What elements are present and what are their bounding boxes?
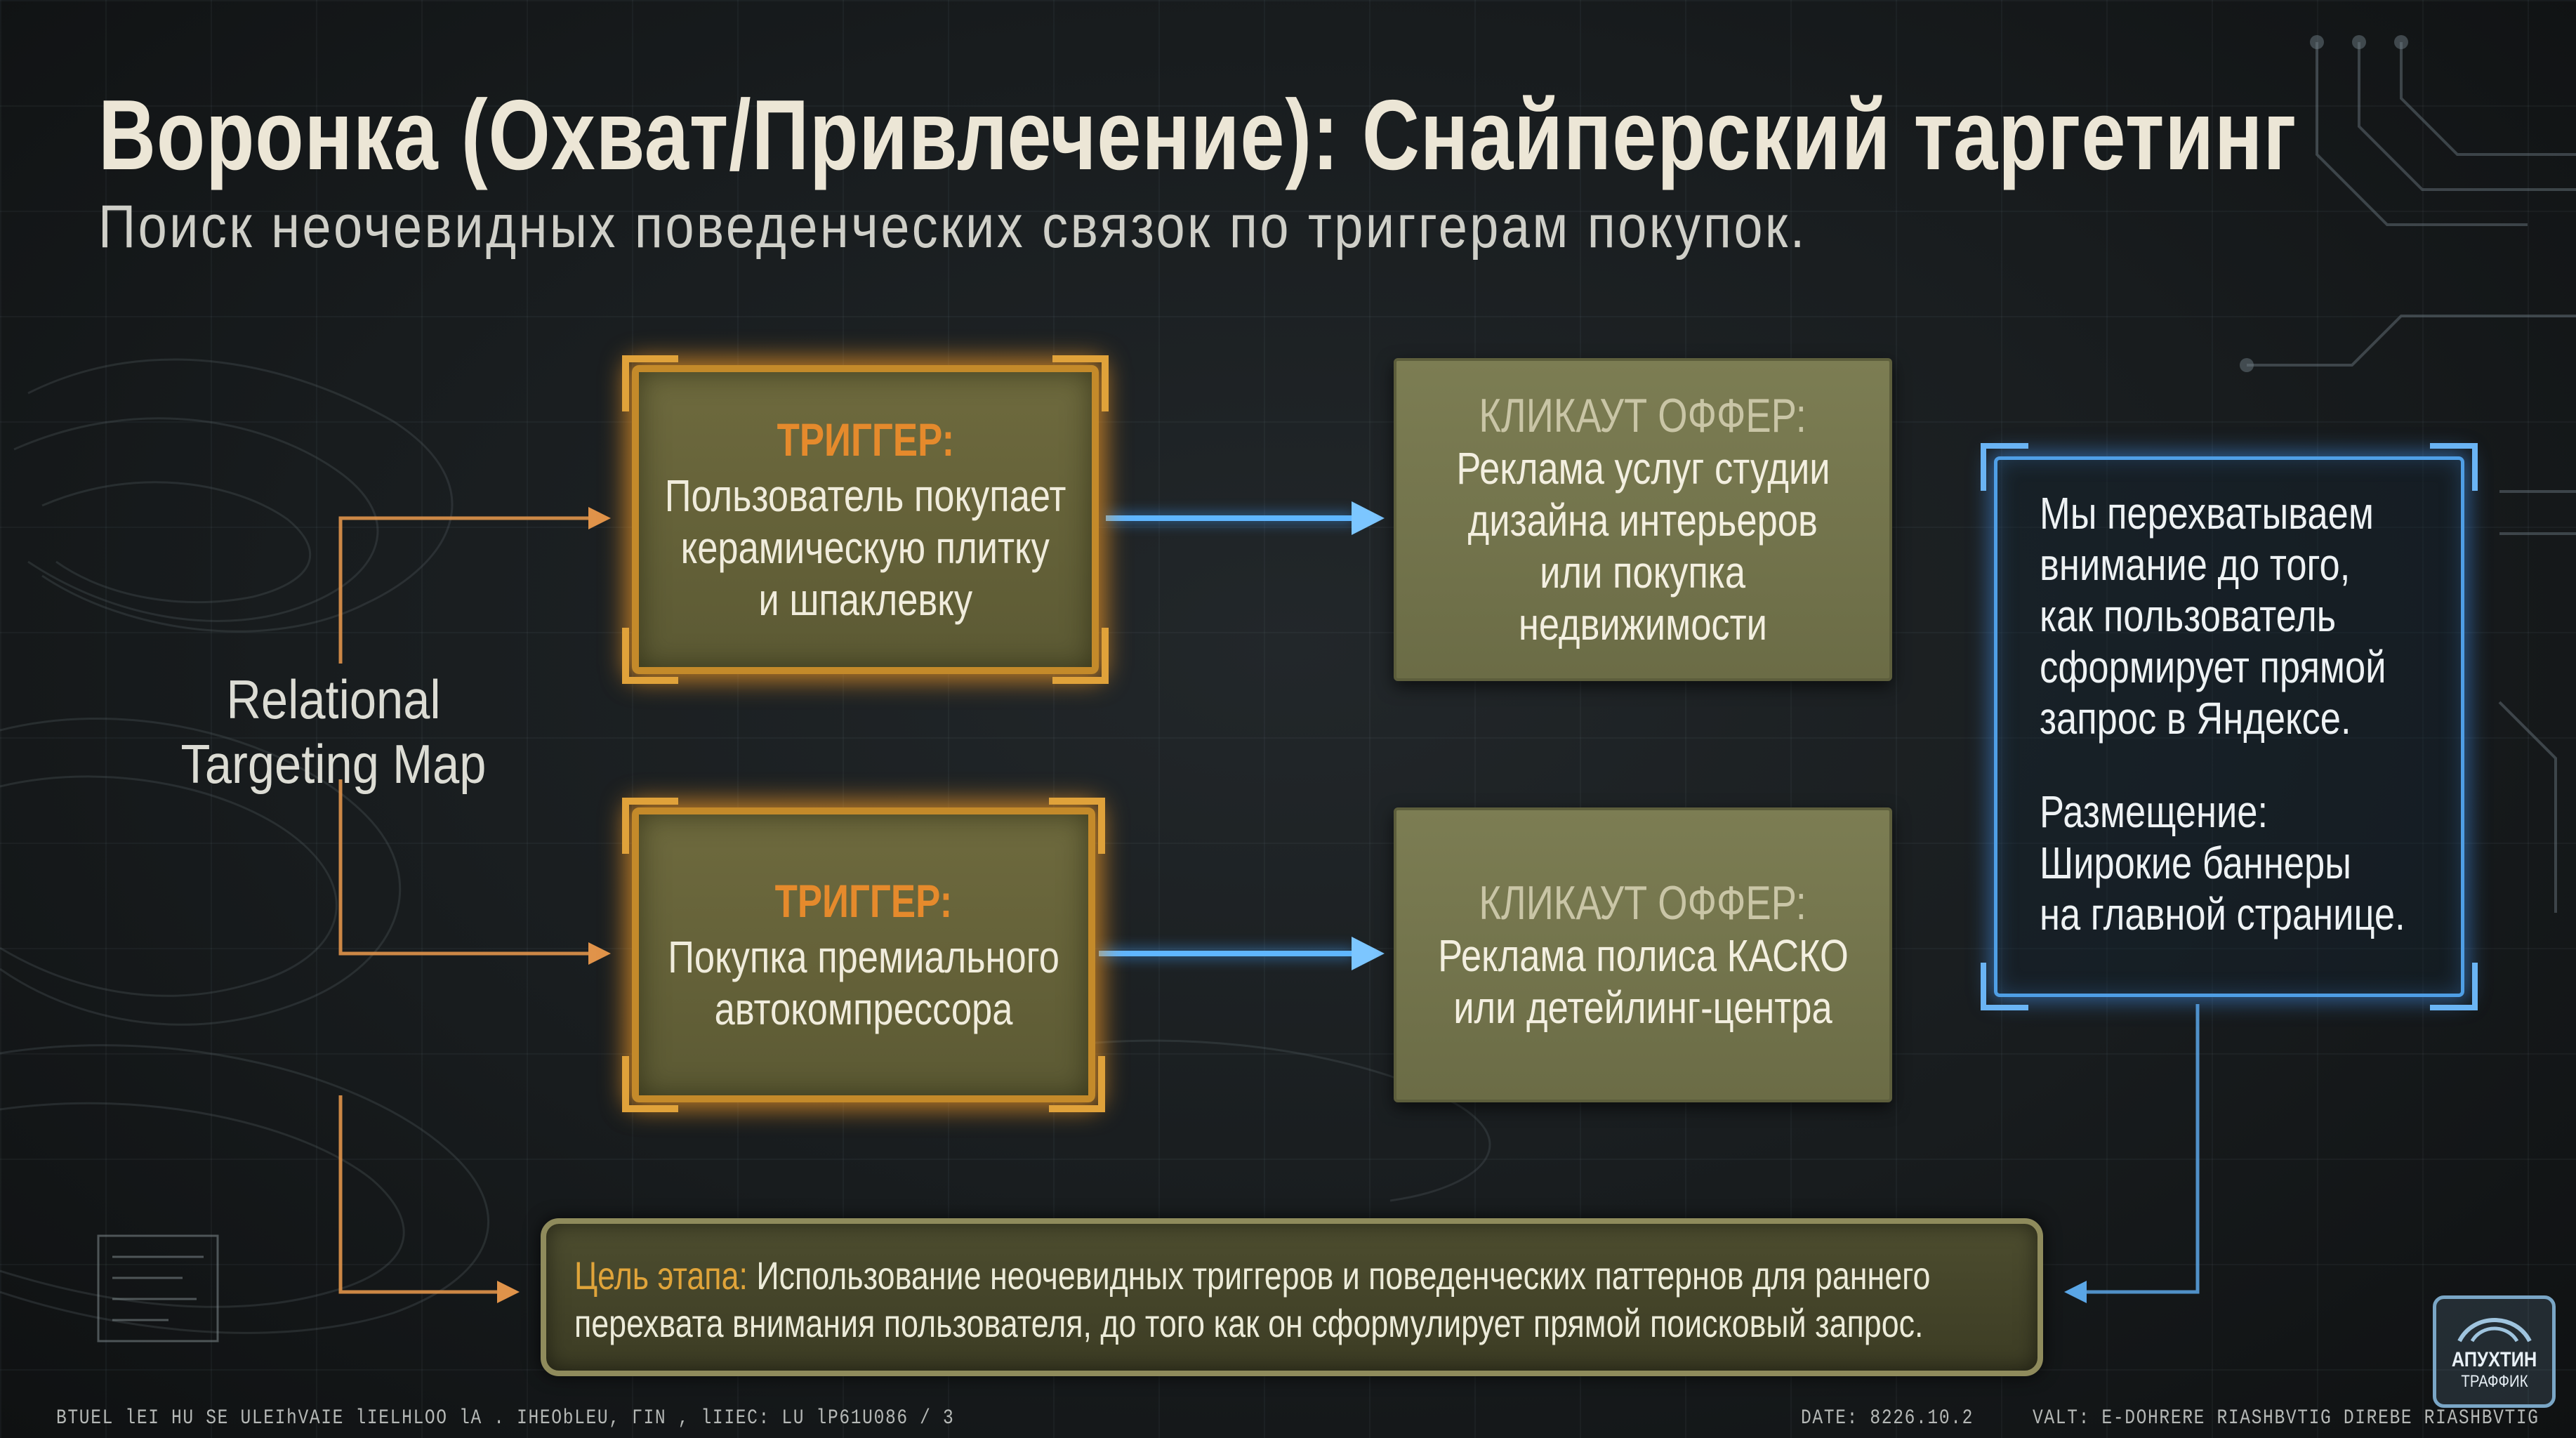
trigger-card-1: ТРИГГЕР: Пользователь покупает керамичес… [622, 355, 1109, 684]
info-text-line: запрос в Яндексе. [2040, 693, 2351, 744]
footer-right-text: VALT: E-DOHRERE RIASHBVTIG DIREBE RIASHB… [2033, 1406, 2539, 1430]
trigger-text-line: Покупка премиального [668, 932, 1059, 982]
info-text-line: сформирует прямой [2040, 642, 2386, 692]
info-panel: Мы перехватываем внимание до того, как п… [1981, 443, 2478, 1010]
trigger-text-line: керамическую плитку [680, 522, 1050, 573]
offer-text-line: Реклама услуг студии [1455, 443, 1830, 494]
trigger-label: ТРИГГЕР: [774, 875, 953, 927]
paragraph-gap [2040, 744, 2461, 786]
footer-date: DATE: 8226.10.2 [1801, 1406, 1974, 1430]
corner-bracket [1981, 443, 2028, 491]
goal-line-2: перехвата внимания пользователя, до того… [574, 1301, 1924, 1345]
info-text-line: на главной странице. [2040, 889, 2405, 939]
corner-bracket [2430, 443, 2478, 491]
brand-logo: АПУХТИН ТРАФФИК [2433, 1295, 2556, 1408]
corner-bracket [1052, 355, 1109, 411]
offer-text-line: недвижимости [1518, 599, 1768, 649]
corner-bracket [622, 798, 678, 854]
goal-line-1: Цель этапа: Использование неочевидных тр… [574, 1252, 1930, 1300]
corner-bracket [1049, 1056, 1105, 1112]
info-text-line: Мы перехватываем [2040, 488, 2374, 539]
corner-bracket [622, 355, 678, 411]
trigger-text-line: и шпаклевку [758, 574, 972, 625]
map-label: Relational Targeting Map [164, 667, 503, 796]
offer-card-2: КЛИКАУТ ОФФЕР: Реклама полиса КАСКО или … [1394, 807, 1892, 1102]
trigger-text-line: автокомпрессора [714, 984, 1013, 1034]
info-text-line: внимание до того, [2040, 539, 2351, 590]
logo-text-line: АПУХТИН [2451, 1348, 2537, 1371]
corner-bracket [1049, 798, 1105, 854]
map-label-line: Targeting Map [180, 733, 487, 795]
info-text-line: как пользователь [2040, 591, 2337, 641]
map-label-line: Relational [226, 668, 441, 730]
offer-label: КЛИКАУТ ОФФЕР: [1479, 876, 1807, 930]
offer-text-line: или детейлинг-центра [1453, 982, 1832, 1033]
logo-text-line: ТРАФФИК [2460, 1372, 2528, 1391]
trigger-label: ТРИГГЕР: [777, 414, 954, 466]
offer-card-1: КЛИКАУТ ОФФЕР: Реклама услуг студии диза… [1394, 358, 1892, 681]
goal-bar: Цель этапа: Использование неочевидных тр… [541, 1218, 2043, 1376]
page-title: Воронка (Охват/Привлечение): Снайперский… [98, 79, 2297, 191]
goal-label: Цель этапа: [574, 1253, 748, 1298]
offer-text-line: дизайна интерьеров [1467, 495, 1818, 546]
info-text-line: Широкие баннеры [2040, 838, 2351, 888]
offer-text-line: Реклама полиса КАСКО [1437, 930, 1849, 981]
info-text-line: Размещение: [2040, 786, 2268, 837]
corner-bracket [622, 628, 678, 684]
page-subtitle: Поиск неочевидных поведенческих связок п… [98, 193, 1807, 260]
offer-text-line: или покупка [1540, 547, 1746, 598]
footer-left-text: BTUEL lEI HU SE ULEIhVAIE lIELHLOO lA . … [56, 1406, 955, 1430]
corner-bracket [1052, 628, 1109, 684]
corner-bracket [622, 1056, 678, 1112]
trigger-card-2: ТРИГГЕР: Покупка премиального автокомпре… [622, 798, 1105, 1112]
corner-bracket [2430, 963, 2478, 1010]
goal-text: Использование неочевидных триггеров и по… [756, 1253, 1931, 1298]
trigger-text-line: Пользователь покупает [664, 470, 1066, 521]
logo-arch-icon [2457, 1318, 2532, 1343]
corner-bracket [1981, 963, 2028, 1010]
offer-label: КЛИКАУТ ОФФЕР: [1479, 389, 1807, 442]
